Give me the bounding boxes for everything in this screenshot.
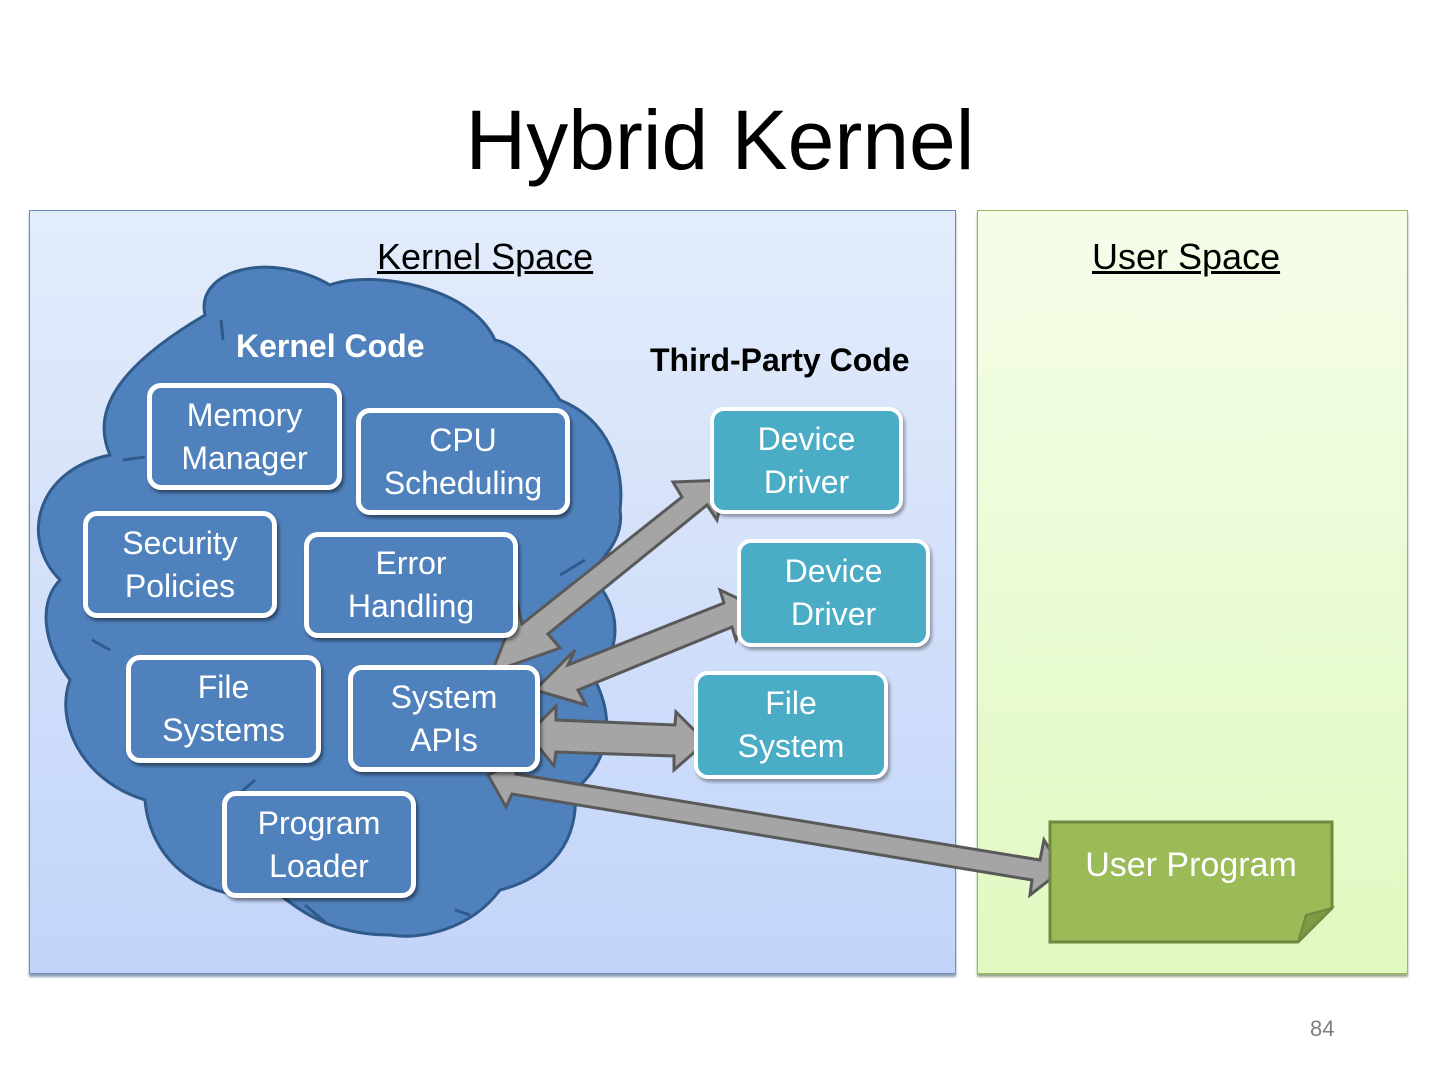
security-policies-box: Security Policies xyxy=(83,511,277,618)
system-apis-box: System APIs xyxy=(348,665,540,772)
cpu-scheduling-box: CPU Scheduling xyxy=(356,408,570,515)
memory-manager-box: Memory Manager xyxy=(147,383,342,490)
page-number: 84 xyxy=(1310,1016,1335,1041)
device-driver-2-box: Device Driver xyxy=(737,539,930,647)
user-program-shape xyxy=(1048,820,1336,944)
cloud-inner-arcs xyxy=(91,319,586,924)
user-space-title: User Space xyxy=(1092,236,1281,277)
file-system-box: File System xyxy=(694,671,888,779)
kernel-space-title: Kernel Space xyxy=(377,236,594,277)
error-handling-box: Error Handling xyxy=(304,532,518,638)
file-systems-box: File Systems xyxy=(126,655,321,763)
device-driver-1-box: Device Driver xyxy=(710,407,903,514)
third-party-code-label: Third-Party Code xyxy=(650,342,910,378)
slide-title: Hybrid Kernel xyxy=(465,93,975,187)
user-program-label: User Program xyxy=(1085,846,1297,884)
arrow-sysapi-filesystem xyxy=(525,702,709,774)
kernel-code-label: Kernel Code xyxy=(236,328,425,364)
program-loader-box: Program Loader xyxy=(222,791,416,898)
